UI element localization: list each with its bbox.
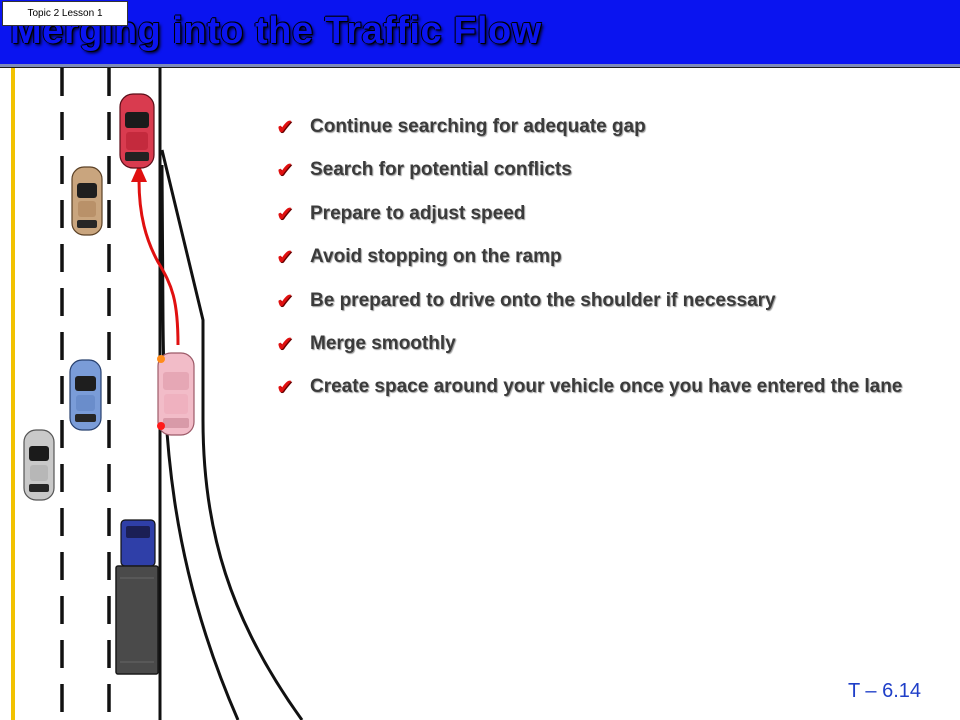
checkmark-icon: ✔ [276, 332, 294, 356]
checkmark-icon: ✔ [276, 246, 294, 270]
list-item: ✔Be prepared to drive onto the shoulder … [276, 289, 776, 313]
tips-list: ✔Continue searching for adequate gap ✔Se… [276, 116, 902, 420]
merge-path-arrow [137, 179, 180, 346]
merge-diagram [11, 68, 304, 720]
blue-car [69, 359, 102, 431]
list-item: ✔Prepare to adjust speed [276, 202, 526, 226]
ramp-outer-edge [160, 149, 304, 720]
list-item: ✔Continue searching for adequate gap [276, 116, 646, 139]
turn-signal-front-icon [157, 355, 165, 363]
checkmark-icon: ✔ [276, 289, 294, 313]
topic-badge: Topic 2 Lesson 1 [2, 1, 128, 26]
list-item: ✔Merge smoothly [276, 332, 456, 356]
checkmark-icon: ✔ [276, 159, 294, 183]
list-item: ✔Avoid stopping on the ramp [276, 246, 562, 270]
list-item: ✔Create space around your vehicle once y… [276, 376, 903, 400]
silver-car [23, 429, 55, 501]
truck [115, 519, 159, 675]
header-bar [0, 0, 960, 67]
tan-car [71, 166, 103, 236]
list-item: ✔Search for potential conflicts [276, 159, 572, 183]
header-rule [0, 67, 960, 68]
ramp-inner-edge [160, 164, 240, 720]
checkmark-icon: ✔ [276, 202, 294, 226]
red-car [119, 93, 155, 169]
merging-car [157, 352, 195, 436]
checkmark-icon: ✔ [276, 376, 294, 400]
merge-arrowhead [131, 164, 147, 182]
slide-number: T – 6.14 [848, 680, 922, 702]
turn-signal-rear-icon [157, 422, 165, 430]
checkmark-icon: ✔ [276, 116, 294, 139]
